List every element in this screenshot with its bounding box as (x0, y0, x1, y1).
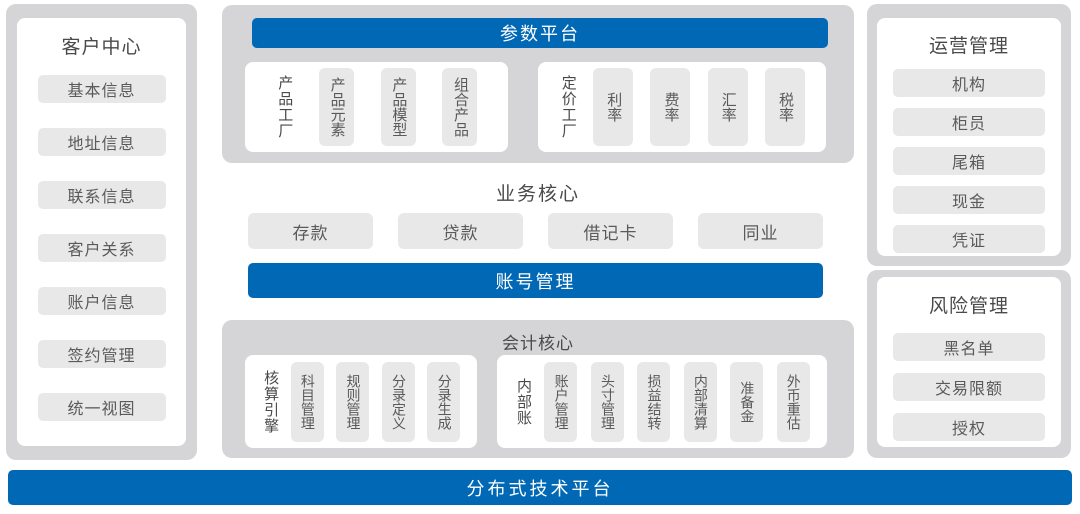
business-core-item: 存款 (248, 213, 373, 249)
customer-center-items: 基本信息 地址信息 联系信息 客户关系 账户信息 签约管理 统一视图 (17, 75, 186, 421)
business-core-item: 贷款 (398, 213, 523, 249)
accounting-core-title: 会计核心 (502, 334, 574, 353)
internal-ledger-card: 内部账 账户管理 头寸管理 损益结转 内部清算 准备金 外币重估 (497, 355, 827, 448)
customer-center-item: 基本信息 (37, 75, 166, 103)
product-factory-card: 产品工厂 产品元素 产品模型 组合产品 (245, 62, 508, 152)
distributed-platform-bar: 分布式技术平台 (8, 470, 1072, 505)
pricing-factory-card: 定价工厂 利率 费率 汇率 税率 (538, 62, 826, 152)
product-factory-label: 产品工厂 (276, 75, 294, 139)
customer-center-item: 统一视图 (37, 393, 166, 421)
accounting-engine-item: 规则管理 (336, 361, 370, 442)
pricing-factory-item: 费率 (650, 68, 691, 146)
risk-card: 风险管理 黑名单 交易限额 授权 (877, 277, 1061, 447)
customer-center-card: 客户中心 基本信息 地址信息 联系信息 客户关系 账户信息 签约管理 统一视图 (17, 18, 186, 446)
product-factory-item: 产品模型 (380, 68, 416, 146)
pricing-factory-item: 税率 (764, 68, 805, 146)
business-core-row: 存款 贷款 借记卡 同业 (248, 213, 823, 249)
account-management-bar: 账号管理 (248, 263, 823, 298)
business-core-item: 同业 (698, 213, 823, 249)
product-factory-item: 产品元素 (318, 68, 354, 146)
parameter-platform-section: 参数平台 产品工厂 产品元素 产品模型 组合产品 定价工厂 利率 费率 汇率 税… (222, 5, 854, 163)
accounting-engine-item: 分录定义 (381, 361, 415, 442)
pricing-factory-label: 定价工厂 (559, 75, 577, 139)
operations-item: 凭证 (893, 225, 1045, 253)
operations-title: 运营管理 (928, 36, 1009, 57)
customer-center-item: 签约管理 (37, 340, 166, 368)
customer-center-title: 客户中心 (61, 37, 142, 58)
risk-item: 黑名单 (893, 333, 1045, 361)
internal-ledger-item: 内部清算 (683, 361, 717, 442)
operations-items: 机构 柜员 尾箱 现金 凭证 (877, 69, 1061, 253)
operations-item: 尾箱 (893, 147, 1045, 175)
customer-center-item: 联系信息 (37, 181, 166, 209)
risk-items: 黑名单 交易限额 授权 (877, 333, 1061, 441)
internal-ledger-item: 账户管理 (544, 361, 578, 442)
accounting-engine-item: 科目管理 (290, 361, 324, 442)
pricing-factory-item: 利率 (593, 68, 633, 146)
customer-center-panel: 客户中心 基本信息 地址信息 联系信息 客户关系 账户信息 签约管理 统一视图 (6, 4, 197, 460)
product-factory-item: 组合产品 (442, 68, 478, 146)
business-core-title: 业务核心 (495, 184, 580, 205)
customer-center-item: 地址信息 (37, 128, 166, 156)
accounting-core-section: 会计核心 核算引擎 科目管理 规则管理 分录定义 分录生成 内部账 账户管理 头… (222, 320, 854, 458)
accounting-engine-card: 核算引擎 科目管理 规则管理 分录定义 分录生成 (245, 355, 477, 448)
customer-center-item: 客户关系 (37, 234, 166, 262)
operations-item: 现金 (893, 186, 1045, 214)
risk-item: 授权 (893, 413, 1045, 441)
accounting-engine-item: 分录生成 (427, 361, 461, 442)
operations-panel: 运营管理 机构 柜员 尾箱 现金 凭证 (867, 4, 1071, 266)
pricing-factory-item: 汇率 (707, 68, 748, 146)
customer-center-item: 账户信息 (37, 287, 166, 315)
operations-card: 运营管理 机构 柜员 尾箱 现金 凭证 (877, 18, 1061, 256)
internal-ledger-item: 外币重估 (776, 361, 810, 442)
internal-ledger-item: 准备金 (730, 361, 764, 442)
parameter-platform-header: 参数平台 (252, 18, 828, 48)
accounting-engine-label: 核算引擎 (262, 369, 280, 434)
internal-ledger-label: 内部账 (514, 377, 532, 426)
internal-ledger-item: 头寸管理 (590, 361, 624, 442)
business-core-item: 借记卡 (548, 213, 673, 249)
accounting-core-cards: 核算引擎 科目管理 规则管理 分录定义 分录生成 内部账 账户管理 头寸管理 损… (245, 355, 827, 448)
operations-item: 机构 (893, 69, 1045, 97)
operations-item: 柜员 (893, 108, 1045, 136)
internal-ledger-item: 损益结转 (637, 361, 671, 442)
risk-title: 风险管理 (928, 296, 1009, 317)
parameter-platform-cards: 产品工厂 产品元素 产品模型 组合产品 定价工厂 利率 费率 汇率 税率 (245, 62, 826, 152)
risk-panel: 风险管理 黑名单 交易限额 授权 (867, 270, 1071, 458)
risk-item: 交易限额 (893, 373, 1045, 401)
